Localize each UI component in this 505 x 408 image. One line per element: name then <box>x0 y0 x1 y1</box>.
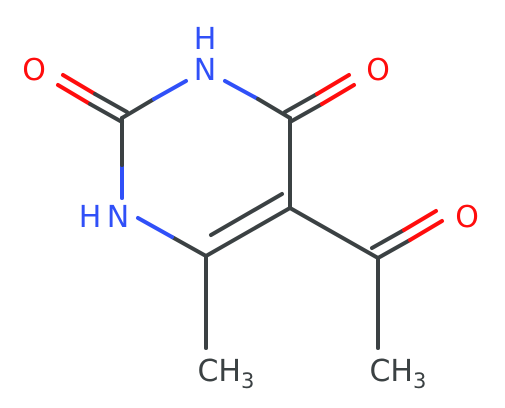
bond-c2-o-double-inner <box>61 73 97 96</box>
bond-c6-n1-c <box>170 235 208 258</box>
methyl-acetyl-label: CH <box>369 354 413 389</box>
bond-c5-c6-inner <box>209 192 284 237</box>
methyl-c6-subscript: 3 <box>240 369 255 393</box>
bond-c2-n3-c <box>120 97 156 120</box>
bond-c5-c6 <box>204 206 292 258</box>
atom-nitrogen-n3: N <box>193 53 217 88</box>
atom-oxygen-acetyl: O <box>455 200 479 235</box>
methyl-c6-label: CH <box>197 354 241 389</box>
atom-nitrogen-n1: N <box>106 200 130 235</box>
atom-hydrogen-n1: H <box>78 200 102 235</box>
atom-methyl-acetyl: CH3 <box>369 354 426 392</box>
atom-oxygen-c2: O <box>22 53 46 88</box>
atom-methyl-c6: CH3 <box>197 354 254 392</box>
bond-c2-o-double-outer <box>56 83 92 106</box>
bond-c4-o-double-inner-c <box>283 92 319 114</box>
bond-c2-o-double-outer-c <box>88 102 124 124</box>
bond-c2-o-double-inner-c <box>93 92 129 114</box>
bond-n3-c4-c <box>256 97 292 120</box>
bond-acetyl-o-inner-c <box>370 228 406 250</box>
bond-n3-c4-n <box>223 79 260 101</box>
bond-c5-acetyl <box>288 206 380 260</box>
bond-c4-o-double-outer <box>320 83 356 106</box>
bond-acetyl-o-outer <box>408 219 444 242</box>
atom-oxygen-c4: O <box>366 53 390 88</box>
bond-acetyl-o-inner <box>402 209 438 232</box>
bond-c6-n1-n <box>136 216 174 239</box>
bond-c4-o-double-inner <box>315 73 351 96</box>
atom-hydrogen-n3: H <box>193 22 217 57</box>
bond-c2-n3-n <box>152 79 188 101</box>
bond-c4-o-double-outer-c <box>288 102 324 124</box>
methyl-acetyl-subscript: 3 <box>412 369 427 393</box>
bond-acetyl-o-outer-c <box>376 238 412 260</box>
